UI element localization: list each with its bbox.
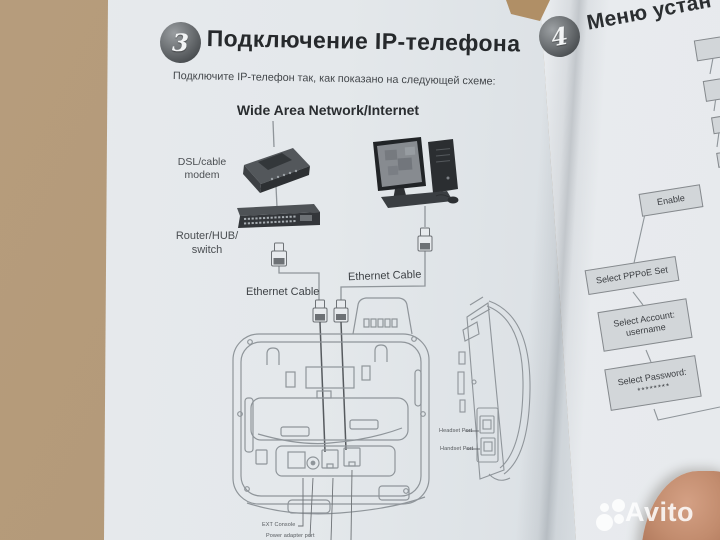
step-4-number: 4 <box>548 20 571 53</box>
router-label-line1: Router/HUB/ <box>175 230 239 242</box>
modem-label-line1: DSL/cable <box>177 156 227 168</box>
flow-box-press-label: Pres <box>700 35 720 55</box>
step-3-number: 3 <box>171 27 190 58</box>
flow-box-select-label: Se <box>708 77 720 96</box>
ethernet-cable-label-right: Ethernet Cable <box>347 268 422 284</box>
avito-watermark-text: Avito <box>625 497 694 527</box>
flow-box-enable-label: Enable <box>656 192 686 208</box>
page-title: Подключение IP-телефона <box>206 25 521 57</box>
avito-watermark: Avito <box>592 495 712 535</box>
modem-label: DSL/cable modem <box>174 156 230 182</box>
ethernet-cable-label-left: Ethernet Cable <box>246 286 320 298</box>
modem-label-line2: modem <box>184 169 220 181</box>
avito-logo-dot <box>600 503 609 512</box>
ext-console-label: EXT Console <box>262 522 296 528</box>
router-label-line2: switch <box>191 243 223 256</box>
avito-logo-dot <box>612 499 625 512</box>
power-adapter-label: Power adapter port <box>266 533 315 539</box>
avito-logo-dot <box>614 514 624 524</box>
router-label: Router/HUB/ switch <box>172 230 242 257</box>
handset-port-label: Handset Port <box>440 446 474 452</box>
headset-port-label: Headset Port <box>439 428 473 434</box>
wan-heading: Wide Area Network/Internet <box>236 102 420 118</box>
avito-logo-dot <box>596 514 613 531</box>
